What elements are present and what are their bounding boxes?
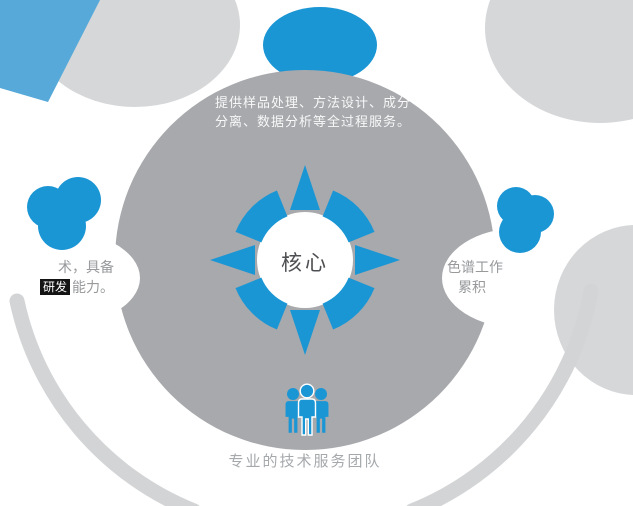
left-note-line-2: 研发 能力。	[0, 277, 114, 297]
gray-blob-top-right	[485, 0, 633, 123]
top-note-line-2: 分离、数据分析等全过程服务。	[215, 114, 412, 129]
left-note-line-2-text: 能力。	[72, 279, 114, 295]
right-note-line-1: 色谱工作	[447, 259, 503, 275]
person-left-icon	[285, 388, 301, 433]
bottom-caption: 专业的技术服务团队	[228, 453, 382, 470]
right-note: 色谱工作 累积	[447, 257, 559, 297]
left-note-line-1: 术，具备	[58, 259, 114, 275]
arrow-right-icon	[355, 245, 400, 275]
arrow-up-icon	[290, 165, 320, 210]
gray-swoosh-bottom-left	[9, 293, 200, 506]
compass-ring-icon	[210, 165, 400, 355]
core-label: 核心	[281, 252, 329, 275]
top-note: 提供样品处理、方法设计、成分 分离、数据分析等全过程服务。	[215, 93, 415, 131]
team-people-icon	[285, 383, 329, 436]
gray-swoosh-bottom-right	[406, 283, 599, 506]
arrow-down-icon	[290, 310, 320, 355]
cloud-accent-icon-right	[497, 187, 554, 253]
blue-blob-top	[263, 7, 377, 83]
person-right-icon	[313, 388, 329, 433]
compass-arcs	[210, 165, 400, 355]
cloud-accent-icon-left	[27, 177, 101, 250]
arrow-left-icon	[210, 245, 255, 275]
right-note-line-2: 累积	[458, 279, 486, 295]
person-center-icon	[297, 383, 317, 436]
blue-parallelogram-top-left	[0, 0, 100, 102]
left-note-badge: 研发	[39, 279, 70, 295]
top-note-line-1: 提供样品处理、方法设计、成分	[215, 95, 412, 110]
left-note: 术，具备 研发 能力。	[0, 257, 114, 297]
white-notch-left	[0, 228, 140, 328]
compass-center-disc	[257, 212, 353, 308]
